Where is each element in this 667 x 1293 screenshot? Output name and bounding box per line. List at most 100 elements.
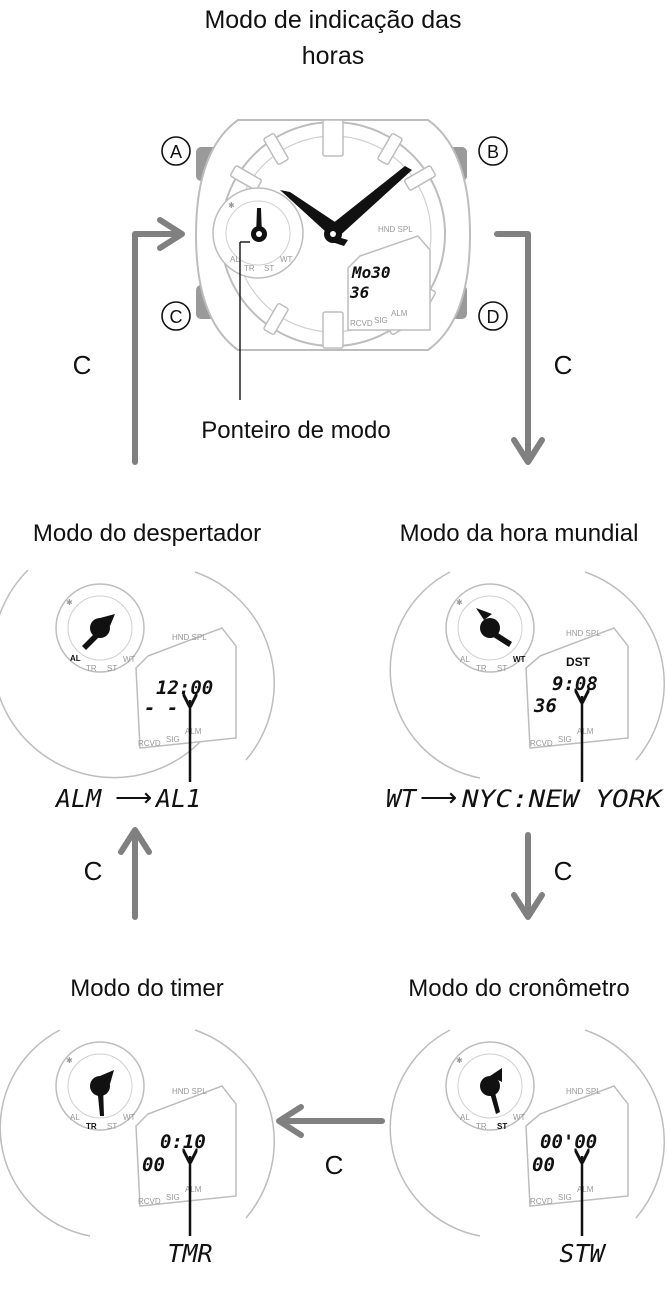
world-lcd-line-2: 36 — [533, 695, 557, 717]
lcd-window — [135, 627, 237, 749]
indicator-sig: SIG — [166, 735, 180, 744]
arrow-alarm-to-main-head — [157, 217, 185, 251]
alarm-code-left: ALM — [54, 784, 102, 813]
transition-arrows — [118, 217, 545, 1138]
stopwatch-code: STW — [559, 1239, 606, 1268]
arrow-main-to-world — [494, 231, 531, 461]
sub-dial-st: ST — [107, 1122, 117, 1131]
c-label-stopwatch-timer: C — [325, 1150, 344, 1180]
hnd-spl-label: HND SPL — [566, 629, 601, 638]
main-lcd-line-2: 36 — [349, 283, 370, 302]
indicator-rcvd: RCVD — [138, 1197, 161, 1206]
alarm-mode-title: Modo do despertador — [33, 520, 261, 547]
hour-indices — [229, 119, 437, 349]
bluetooth-icon: ✱ — [228, 201, 235, 210]
sub-dial-al-active: AL — [70, 654, 81, 663]
world-code-left: WT — [386, 784, 418, 813]
button-labels: A B C D — [161, 136, 508, 331]
indicator-alm: ALM — [391, 309, 408, 318]
indicator-sig: SIG — [166, 1193, 180, 1202]
pointer-label: Ponteiro de modo — [201, 417, 390, 444]
indicator-alm: ALM — [577, 727, 594, 736]
sub-dial-st-active: ST — [497, 1122, 507, 1131]
sub-dial-tr: TR — [476, 664, 487, 673]
sub-dial-al: AL — [230, 255, 240, 264]
indicator-alm: ALM — [577, 1185, 594, 1194]
hnd-spl-label: HND SPL — [172, 1087, 207, 1096]
title-line-1: Modo de indicação das — [204, 6, 461, 34]
lcd-window — [525, 627, 629, 749]
sub-dial-al: AL — [460, 1113, 470, 1122]
indicator-sig: SIG — [558, 1193, 572, 1202]
c-label-world-stopwatch: C — [554, 856, 573, 886]
button-d-label-ring — [478, 301, 508, 331]
bluetooth-icon: ✱ — [456, 598, 463, 607]
timer-code: TMR — [167, 1239, 212, 1268]
arrow-world-to-stopwatch-head — [511, 892, 545, 920]
stopwatch-watch: ✱ AL TR ST WT HND SPL 00'00 00 RCVD SIG … — [389, 1029, 665, 1237]
indicator-rcvd: RCVD — [350, 319, 373, 328]
main-lcd-line-1: Mo30 — [351, 263, 391, 282]
bluetooth-icon: ✱ — [66, 598, 73, 607]
hnd-spl-label: HND SPL — [378, 225, 413, 234]
world-code-arrow: ⟶ — [420, 782, 457, 812]
alarm-lcd-line-1: 12:00 — [156, 677, 213, 699]
button-b-label-ring — [478, 136, 508, 166]
main-watch: AL TR ST WT ✱ HND SPL Mo30 36 RCVD SIG A… — [194, 119, 472, 400]
lcd-window — [135, 1085, 237, 1207]
timer-lcd-line-2: 00 — [142, 1154, 165, 1176]
sub-dial-wt-active: WT — [513, 655, 526, 664]
sub-dial-al: AL — [460, 655, 470, 664]
sub-dial-wt: WT — [513, 1113, 526, 1122]
indicator-rcvd: RCVD — [138, 739, 161, 748]
button-a-label-ring — [161, 136, 191, 166]
world-lcd-line-1: 9:08 — [552, 673, 598, 695]
timer-lcd-line-1: 0:10 — [160, 1131, 206, 1153]
bluetooth-icon: ✱ — [456, 1056, 463, 1065]
c-label-left: C — [73, 350, 92, 380]
alarm-code-arrow: ⟶ — [115, 782, 152, 812]
arrow-timer-to-alarm-head — [118, 827, 152, 855]
sub-dial-wt: WT — [123, 1113, 136, 1122]
alarm-watch: ✱ AL TR ST WT HND SPL 12:00 - - RCVD SIG… — [0, 569, 275, 782]
indicator-sig: SIG — [558, 735, 572, 744]
world-code-right: NYC:NEW YORK — [461, 785, 664, 813]
stopwatch-lcd-line-2: 00 — [532, 1154, 555, 1176]
sub-dial-st: ST — [264, 264, 274, 273]
lcd-window — [347, 235, 431, 331]
c-label-timer-alarm: C — [84, 856, 103, 886]
button-a-label: A — [170, 142, 182, 162]
hnd-spl-label: HND SPL — [172, 633, 207, 642]
sub-dial-wt: WT — [123, 655, 136, 664]
stopwatch-mode-title: Modo do cronômetro — [408, 975, 629, 1002]
stopwatch-lcd-line-1: 00'00 — [540, 1131, 597, 1153]
arrow-stopwatch-to-timer-head — [276, 1104, 304, 1138]
c-label-right: C — [554, 350, 573, 380]
sub-dial-tr-active: TR — [86, 1122, 97, 1131]
indicator-rcvd: RCVD — [530, 739, 553, 748]
button-b-label: B — [487, 142, 499, 162]
sub-dial-al: AL — [70, 1113, 80, 1122]
timer-mode-title: Modo do timer — [70, 975, 223, 1002]
indicator-alm: ALM — [185, 727, 202, 736]
indicator-rcvd: RCVD — [530, 1197, 553, 1206]
bluetooth-icon: ✱ — [66, 1056, 73, 1065]
title-line-2: horas — [302, 42, 365, 70]
button-c-label: C — [170, 307, 183, 327]
minute-hand — [327, 166, 412, 240]
indicator-alm: ALM — [185, 1185, 202, 1194]
alarm-lcd-line-2: - - — [144, 697, 178, 719]
world-watch: ✱ AL TR ST WT HND SPL DST 9:08 36 RCVD S… — [389, 571, 665, 782]
sub-dial-wt: WT — [280, 255, 293, 264]
alarm-code-right: AL1 — [154, 784, 201, 813]
lcd-window — [525, 1085, 629, 1207]
arrow-main-to-world-head — [511, 437, 545, 465]
world-mode-title: Modo da hora mundial — [400, 520, 639, 547]
button-d-label: D — [487, 307, 500, 327]
sub-dial-st: ST — [497, 664, 507, 673]
indicator-sig: SIG — [374, 316, 388, 325]
timer-watch: ✱ AL TR ST WT HND SPL 0:10 00 RCVD SIG A… — [0, 1029, 275, 1237]
dst-indicator: DST — [566, 655, 591, 669]
hour-hand — [280, 190, 338, 232]
sub-dial-tr: TR — [476, 1122, 487, 1131]
